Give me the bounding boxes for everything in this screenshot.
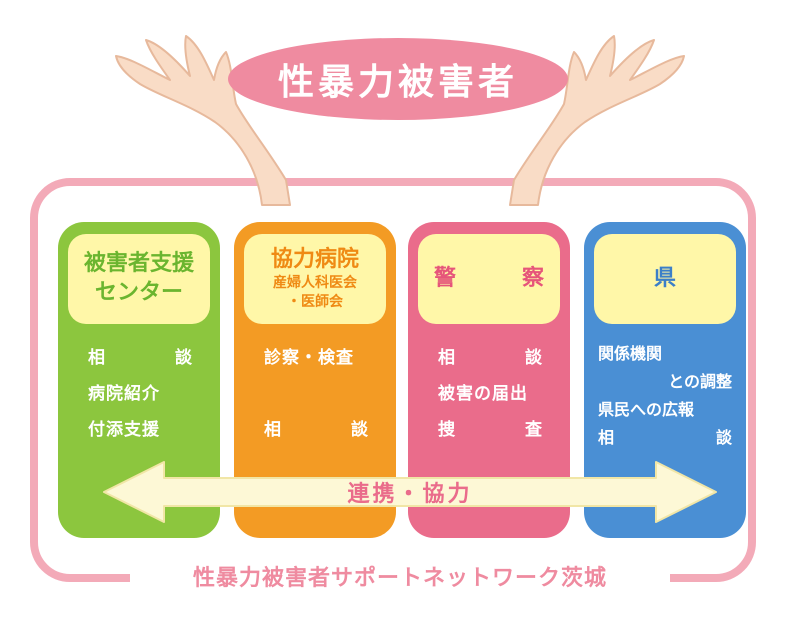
spacer [234, 376, 396, 412]
service-item: 相 談 [234, 412, 396, 448]
service-item: 県民への広報 [584, 396, 746, 424]
service-item: 被害の届出 [408, 376, 570, 412]
support-center-header: 被害者支援 センター [68, 234, 210, 324]
service-item: 捜 査 [408, 412, 570, 448]
service-item: との調整 [584, 368, 746, 396]
service-item: 病院紹介 [58, 376, 220, 412]
service-char: 捜 [438, 412, 455, 448]
prefecture-header: 県 [594, 234, 736, 324]
service-item: 付添支援 [58, 412, 220, 448]
service-char: 相 [598, 424, 614, 452]
service-item: 関係機関 [584, 340, 746, 368]
service-char: 相 [88, 340, 105, 376]
service-item: 相 談 [408, 340, 570, 376]
service-char: 談 [351, 412, 368, 448]
support-center-services: 相 談 病院紹介 付添支援 [58, 340, 220, 448]
service-item: 相 談 [58, 340, 220, 376]
network-name: 性暴力被害者サポートネットワーク茨城 [130, 556, 670, 596]
service-char: 談 [525, 340, 542, 376]
service-char: 談 [175, 340, 192, 376]
hospital-services: 診察・検査 相 談 [234, 340, 396, 448]
service-char: 談 [716, 424, 732, 452]
service-char: 査 [525, 412, 542, 448]
hospital-header: 協力病院 産婦人科医会 ・医師会 [244, 234, 386, 324]
victim-title: 性暴力被害者 [228, 38, 568, 120]
police-title-char: 察 [522, 265, 544, 294]
service-char: 相 [438, 340, 455, 376]
service-item: 相 談 [584, 424, 746, 452]
prefecture-title: 県 [654, 265, 676, 294]
police-header: 警 察 [418, 234, 560, 324]
hospital-subtitle-line1: 産婦人科医会 [273, 274, 357, 293]
service-item: 診察・検査 [234, 340, 396, 376]
support-center-title-line1: 被害者支援 [84, 250, 194, 279]
support-center-title-line2: センター [95, 279, 183, 308]
hospital-title: 協力病院 [271, 246, 359, 275]
police-title-char: 警 [434, 265, 456, 294]
police-services: 相 談 被害の届出 捜 査 [408, 340, 570, 448]
service-char: 相 [264, 412, 281, 448]
cooperation-label: 連携・協力 [100, 460, 720, 524]
hospital-subtitle-line2: ・医師会 [287, 293, 343, 312]
police-title: 警 察 [434, 265, 544, 294]
prefecture-services: 関係機関 との調整 県民への広報 相 談 [584, 340, 746, 452]
